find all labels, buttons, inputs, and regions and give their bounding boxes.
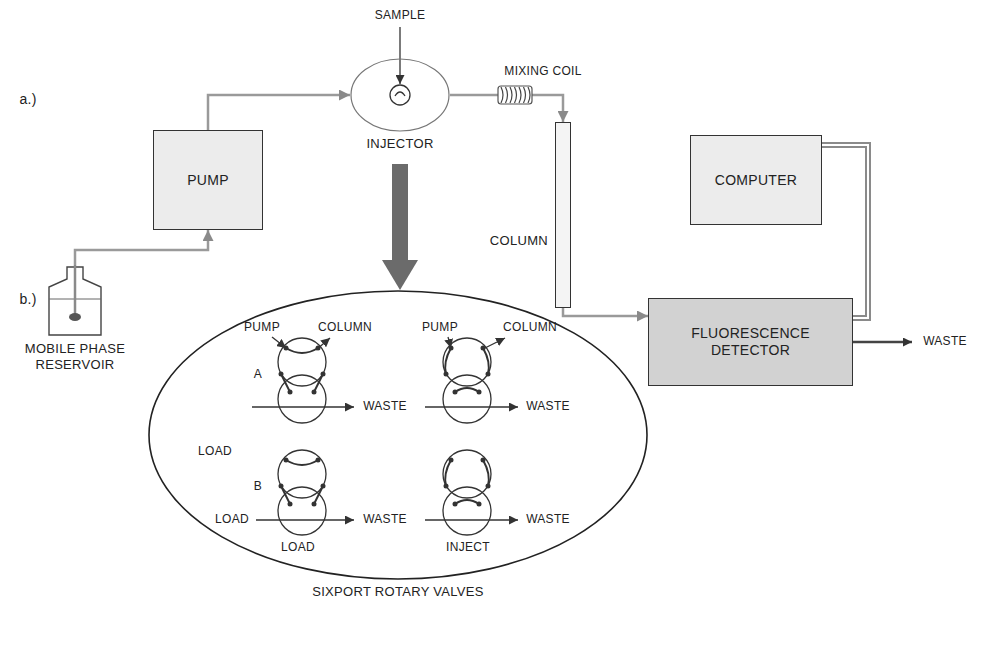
big-arrow — [392, 164, 408, 260]
valve-rotor — [390, 85, 410, 105]
pump-port-arrow — [272, 337, 286, 348]
port-label: WASTE — [363, 400, 407, 413]
pump-box: PUMP — [153, 130, 263, 230]
flow-connector — [822, 145, 868, 318]
pump-port-arrow — [448, 337, 451, 348]
port-label: PUMP — [422, 321, 458, 334]
load-waste-line — [256, 519, 354, 520]
coil-windings — [501, 87, 530, 103]
inlet-filter — [69, 313, 81, 321]
ellipse-outline — [149, 291, 647, 579]
column-port-arrow — [483, 338, 505, 349]
flow-line — [563, 308, 648, 316]
port-label: WASTE — [526, 400, 570, 413]
mixing-coil — [498, 86, 532, 104]
sixport-valves-panel: SIXPORT ROTARY VALVES — [148, 290, 648, 580]
load-waste-line — [425, 519, 518, 520]
waste-arrow — [853, 341, 912, 344]
injector: INJECTOR — [350, 58, 450, 132]
column: COLUMN — [555, 122, 571, 308]
valve-b-inject — [443, 450, 491, 535]
port-label: LOAD — [198, 445, 232, 458]
mobile-phase-reservoir: MOBILE PHASE RESERVOIR — [45, 265, 105, 337]
node-label: COLUMN — [490, 233, 548, 249]
mode-caption: INJECT — [446, 541, 490, 554]
bottle-outline — [45, 265, 105, 337]
ellipse-outline — [350, 58, 450, 132]
mixing-coil-label: MIXING COIL — [504, 65, 581, 78]
flow-line — [75, 230, 208, 265]
valve-a-inject — [443, 338, 491, 423]
flow-connector — [208, 95, 350, 130]
load-waste-line — [425, 406, 518, 407]
flow-connector — [75, 230, 208, 265]
intake-tube — [74, 265, 77, 315]
fluorescence-detector-box: FLUORESCENCE DETECTOR — [648, 298, 853, 386]
valve-letter: B — [254, 480, 262, 493]
node-label: INJECTOR — [340, 136, 460, 152]
flow-line — [208, 95, 350, 130]
ellipse-outline — [351, 59, 449, 131]
sample-arrow — [399, 27, 400, 84]
sample-label: SAMPLE — [375, 9, 426, 22]
panel-label: b.) — [19, 292, 36, 307]
flow-connector — [563, 308, 648, 316]
load-waste-line — [252, 406, 354, 407]
valve-b-load — [278, 450, 326, 535]
port-label: WASTE — [363, 513, 407, 526]
node-label: SIXPORT ROTARY VALVES — [268, 584, 528, 600]
node-label: PUMP — [187, 172, 229, 189]
node-label: MOBILE PHASE RESERVOIR — [10, 341, 140, 372]
node-label: FLUORESCENCE DETECTOR — [676, 325, 826, 359]
port-label: COLUMN — [318, 321, 372, 334]
flow-connector — [400, 164, 401, 260]
waste-label: WASTE — [923, 335, 967, 348]
valve-a-load — [278, 338, 326, 423]
computer-box: COMPUTER — [690, 135, 822, 225]
mode-caption: LOAD — [281, 541, 315, 554]
panel-label: a.) — [19, 92, 36, 107]
coil-body — [498, 86, 532, 104]
valve-letter: A — [254, 368, 262, 381]
port-label: PUMP — [244, 321, 280, 334]
node-label: COMPUTER — [715, 172, 798, 189]
port-label: LOAD — [215, 513, 249, 526]
ellipse-outline — [148, 290, 648, 580]
column-port-arrow — [316, 338, 330, 350]
port-label: WASTE — [526, 513, 570, 526]
valve-loop — [395, 92, 405, 96]
cable-outer — [822, 145, 868, 318]
cable-inner — [822, 145, 868, 318]
port-label: COLUMN — [503, 321, 557, 334]
